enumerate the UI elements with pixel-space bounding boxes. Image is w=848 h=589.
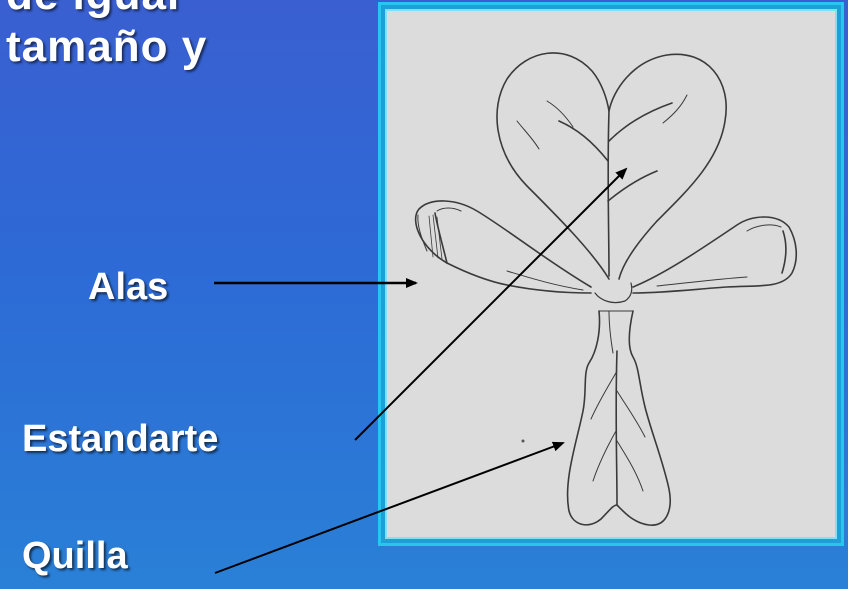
- arrow-estandarte: [355, 169, 626, 440]
- arrow-quilla: [215, 443, 563, 573]
